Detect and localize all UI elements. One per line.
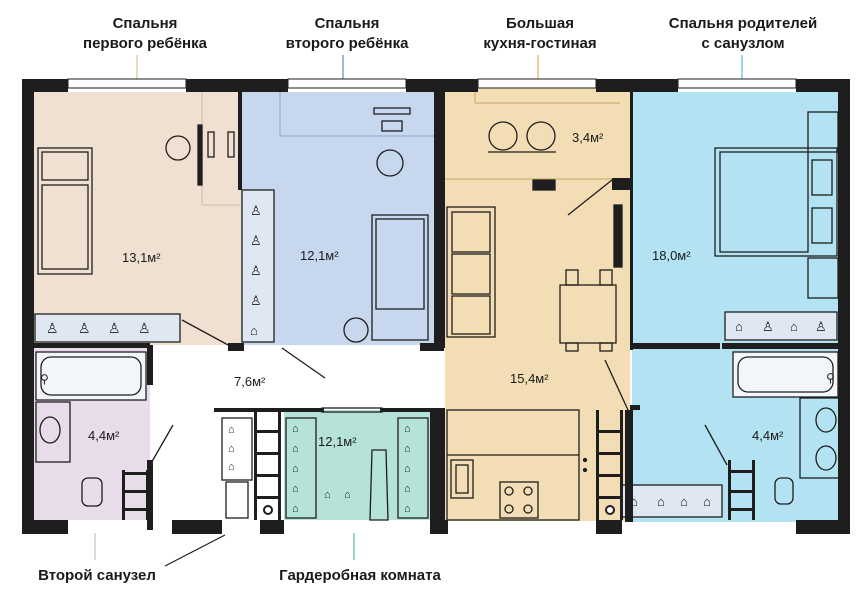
bathtub-icon xyxy=(732,351,839,398)
shelf-icon xyxy=(724,311,838,341)
area-parents: 18,0м² xyxy=(652,248,691,263)
area-child1: 13,1м² xyxy=(122,250,161,265)
svg-text:♙: ♙ xyxy=(762,319,774,334)
kitchen-furniture xyxy=(446,121,629,521)
svg-text:⌂: ⌂ xyxy=(292,483,299,495)
room-hall xyxy=(150,345,445,410)
washbasin-icon xyxy=(815,407,837,433)
svg-text:⌂: ⌂ xyxy=(404,483,411,495)
bed-icon xyxy=(37,147,93,275)
shelf-icon xyxy=(241,189,275,343)
svg-text:⌂: ⌂ xyxy=(228,443,235,455)
walls xyxy=(22,79,850,534)
washbasin-icon xyxy=(39,416,61,444)
svg-text:⌂: ⌂ xyxy=(228,424,235,436)
svg-text:♙: ♙ xyxy=(250,203,262,218)
svg-text:⌂: ⌂ xyxy=(790,319,798,334)
bathtub-icon xyxy=(35,351,147,401)
svg-text:♙: ♙ xyxy=(250,293,262,308)
kitchen-counter xyxy=(446,409,580,521)
svg-text:⌂: ⌂ xyxy=(404,463,411,475)
wardrobe-furniture: ⌂ ⌂ ⌂ ⌂ ⌂ ⌂ ⌂ ⌂ ⌂ ⌂ ⌂ ⌂ ⌂ ⌂ ⌂ xyxy=(221,407,429,521)
svg-text:⚲: ⚲ xyxy=(40,372,49,386)
toilet-icon xyxy=(774,477,794,505)
svg-text:⌂: ⌂ xyxy=(703,494,711,509)
svg-text:⌂: ⌂ xyxy=(324,489,331,501)
area-bath1: 4,4м² xyxy=(752,428,784,443)
svg-text:⌂: ⌂ xyxy=(404,503,411,515)
svg-text:⌂: ⌂ xyxy=(657,494,665,509)
svg-text:⌂: ⌂ xyxy=(404,443,411,455)
svg-text:⚲: ⚲ xyxy=(826,371,835,385)
svg-text:⌂: ⌂ xyxy=(630,494,638,509)
label-second-bathroom: Второй санузел xyxy=(38,567,156,584)
svg-text:♙: ♙ xyxy=(815,319,827,334)
svg-text:⌂: ⌂ xyxy=(735,319,743,334)
chair-icon xyxy=(165,135,191,161)
sink-icon xyxy=(450,459,474,499)
tv-icon xyxy=(613,204,623,268)
svg-text:♙: ♙ xyxy=(46,320,59,336)
svg-text:⌂: ⌂ xyxy=(292,463,299,475)
stove-icon xyxy=(499,481,539,519)
bed-icon xyxy=(714,147,838,257)
area-child2: 12,1м² xyxy=(300,248,339,263)
label-kitchen-living: Большая кухня-гостиная xyxy=(483,15,597,52)
dining-table-icon xyxy=(559,284,617,344)
child1-furniture: ♙ ♙ ♙ ♙ xyxy=(34,124,235,347)
chair-icon xyxy=(526,121,556,151)
area-kitchen-nook: 3,4м² xyxy=(572,130,604,145)
label-wardrobe-room: Гардеробная комната xyxy=(279,567,441,584)
svg-text:⌂: ⌂ xyxy=(292,443,299,455)
label-child2-bedroom: Спальня второго ребёнка xyxy=(285,15,409,52)
child2-furniture: ♙ ♙ ♙ ♙ ⌂ xyxy=(241,107,429,379)
svg-text:⌂: ⌂ xyxy=(250,323,258,338)
shelf-icon xyxy=(621,484,723,518)
shelf-icon xyxy=(34,313,181,343)
area-wardrobe: 12,1м² xyxy=(318,434,357,449)
round-table-icon xyxy=(343,317,369,343)
svg-text:♙: ♙ xyxy=(250,233,262,248)
area-hall: 7,6м² xyxy=(234,374,266,389)
svg-text:⌂: ⌂ xyxy=(292,503,299,515)
svg-text:⌂: ⌂ xyxy=(228,461,235,473)
area-kitchen: 15,4м² xyxy=(510,371,549,386)
toilet-icon xyxy=(81,477,103,507)
chair-icon xyxy=(376,149,404,177)
svg-text:♙: ♙ xyxy=(108,320,121,336)
leader-lines xyxy=(94,55,743,567)
area-labels: 13,1м² 12,1м² 3,4м² 18,0м² 7,6м² 15,4м² … xyxy=(88,130,784,449)
bed-icon xyxy=(371,214,429,341)
bath1-fixtures: ⚲ ⌂ ⌂ ⌂ ⌂ xyxy=(621,351,843,518)
label-parents-bedroom: Спальня родителей с санузлом xyxy=(668,15,818,52)
parents-furniture: ⌂ ♙ ⌂ ♙ xyxy=(704,111,839,466)
washbasin-icon xyxy=(815,445,837,471)
chair-icon xyxy=(488,121,518,151)
label-child1-bedroom: Спальня первого ребёнка xyxy=(83,15,207,52)
svg-text:⌂: ⌂ xyxy=(344,489,351,501)
svg-text:♙: ♙ xyxy=(250,263,262,278)
svg-text:♙: ♙ xyxy=(138,320,151,336)
svg-text:⌂: ⌂ xyxy=(292,423,299,435)
area-bath2: 4,4м² xyxy=(88,428,120,443)
svg-text:⌂: ⌂ xyxy=(680,494,688,509)
desk-icon xyxy=(197,124,203,186)
svg-text:⌂: ⌂ xyxy=(404,423,411,435)
sofa-icon xyxy=(446,206,496,338)
bath2-fixtures: ⚲ xyxy=(35,351,174,507)
svg-text:♙: ♙ xyxy=(78,320,91,336)
